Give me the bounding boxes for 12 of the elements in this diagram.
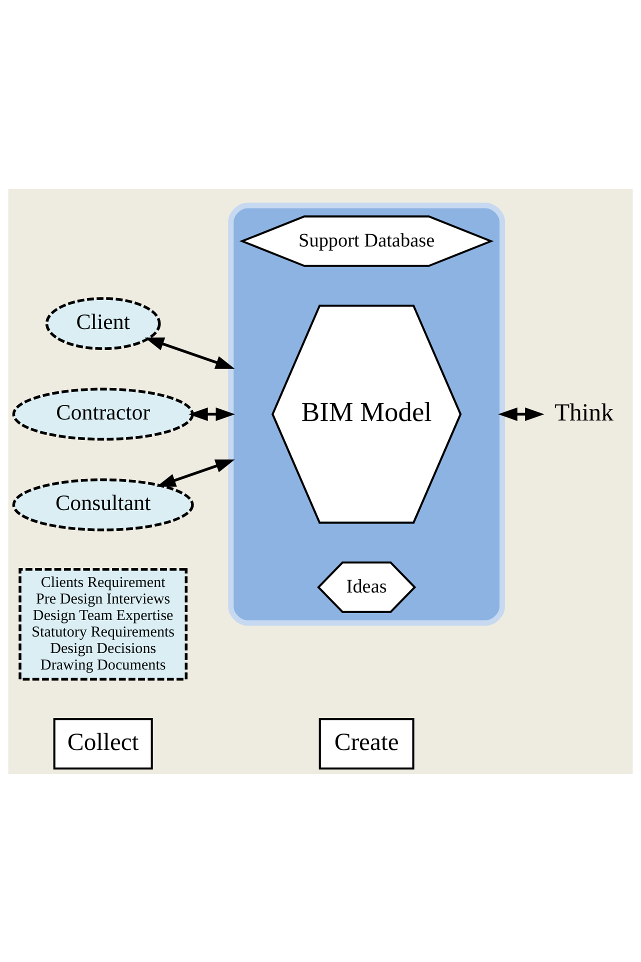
node-ellipse: Client — [45, 296, 161, 350]
cluster — [228, 202, 506, 626]
arrow — [144, 337, 235, 368]
arrow — [156, 459, 235, 486]
node-text: Think — [554, 398, 614, 426]
node-box: Create — [318, 718, 414, 770]
node-box: Collect — [53, 718, 153, 770]
node-box: Clients Requirement Pre Design Interviews Design Team Expertise Statutory Requirements Design Decisions Drawing Documents — [18, 568, 188, 680]
node-ellipse: Contractor — [12, 387, 194, 440]
node-ellipse: Consultant — [12, 478, 194, 531]
arrow — [498, 406, 544, 420]
arrow — [188, 406, 236, 420]
